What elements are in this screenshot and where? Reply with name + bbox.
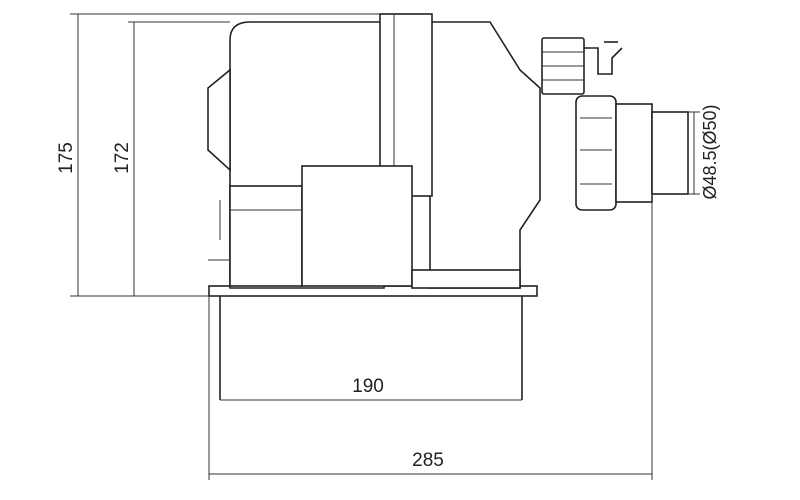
controller-box [229,185,303,287]
pump-body [207,13,541,400]
dim-body-height: 172 [112,142,133,174]
dim-outlet-diameter: Ø48.5(Ø50) [700,104,720,199]
tray-walls [219,296,523,400]
terminal-box [301,165,413,287]
outlet-union [575,95,689,211]
bottom-block [411,269,521,289]
pump-casing [429,21,541,289]
dimension-lines [70,13,700,480]
dim-base-width: 190 [352,376,384,397]
dim-total-height: 175 [56,142,77,174]
back-cap [207,68,231,172]
cable-gland [541,37,623,95]
dim-total-width: 285 [412,450,444,471]
